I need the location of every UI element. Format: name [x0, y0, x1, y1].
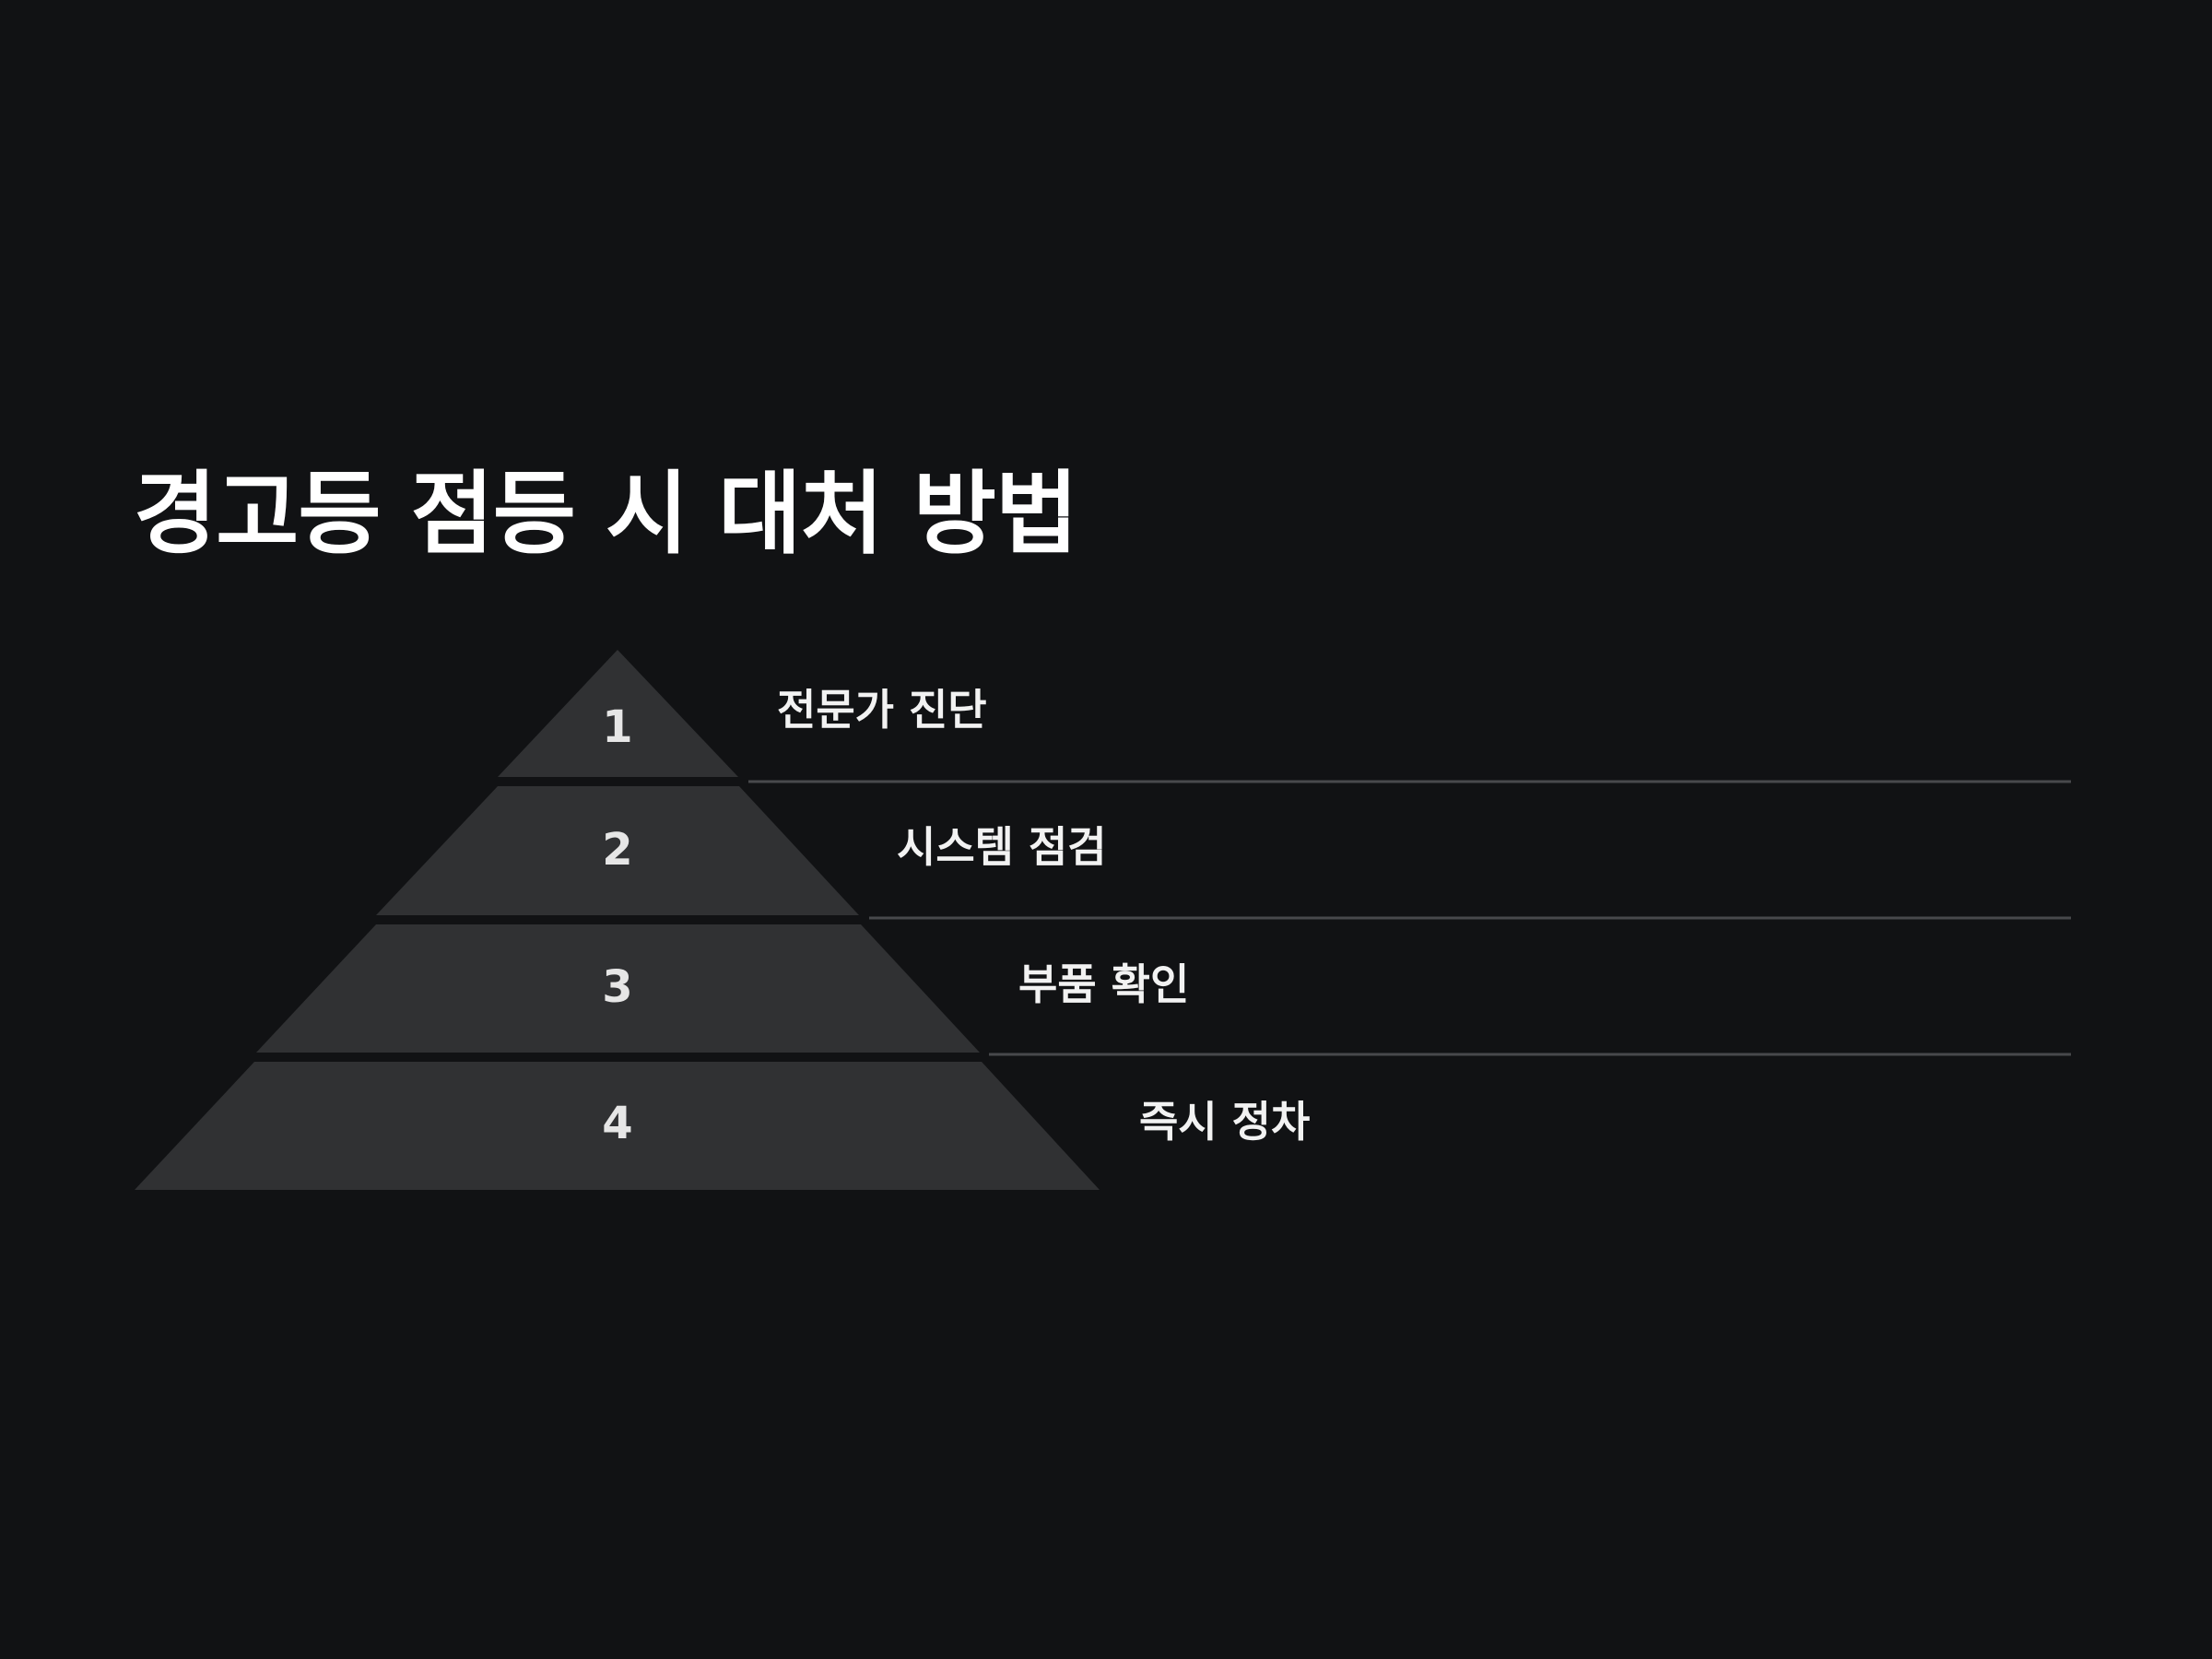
- pyramid-tier-1-shape: [498, 650, 738, 777]
- pyramid-level-4-label: 즉시 정차: [1139, 1097, 1310, 1147]
- pyramid-level-4-number: 4: [602, 1098, 632, 1149]
- pyramid-level-1: 1 전문가 진단: [498, 650, 2071, 783]
- pyramid-level-3: 3 부품 확인: [256, 924, 2071, 1056]
- pyramid-level-2: 2 시스템 점검: [376, 786, 2071, 920]
- pyramid-level-4: 4 즉시 정차: [135, 1062, 1310, 1190]
- pyramid-tier-2-shape: [376, 786, 859, 915]
- pyramid-tier-4-shape: [135, 1062, 1100, 1190]
- pyramid-tier-3-shape: [256, 924, 980, 1053]
- pyramid-level-3-label: 부품 확인: [1018, 959, 1189, 1009]
- page-title: 경고등 점등 시 대처 방법: [134, 462, 1078, 567]
- pyramid-level-2-label: 시스템 점검: [897, 822, 1107, 872]
- pyramid-level-1-number: 1: [602, 701, 632, 753]
- pyramid-level-3-number: 3: [602, 961, 632, 1013]
- pyramid-level-2-number: 2: [602, 824, 632, 876]
- pyramid-level-1-label: 전문가 진단: [777, 685, 987, 735]
